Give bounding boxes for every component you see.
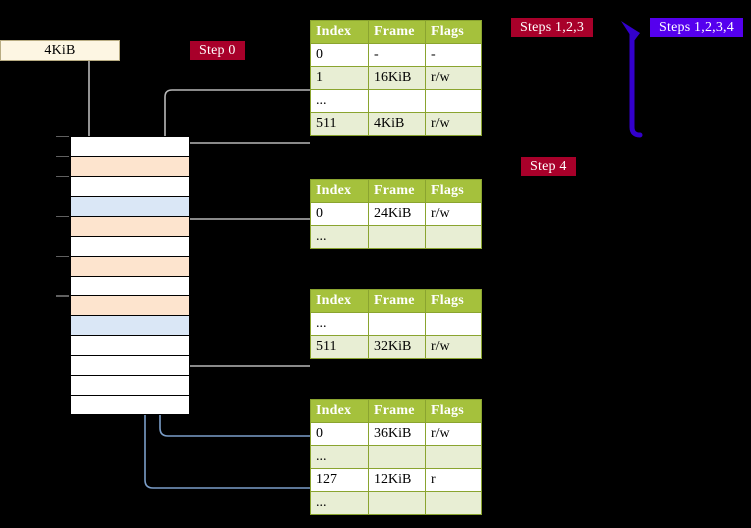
table-cell: - (425, 43, 482, 67)
memory-frame-row (70, 136, 190, 156)
column-header-index: Index (310, 179, 369, 203)
table-cell (425, 312, 482, 336)
memory-frame-row (70, 235, 190, 256)
table-cell: 4KiB (368, 112, 426, 136)
table-cell: r/w (425, 335, 482, 359)
memory-frame-row (70, 315, 190, 336)
memory-tick-mark (56, 295, 69, 297)
memory-tick-mark (56, 175, 69, 178)
memory-frame-row (70, 355, 190, 376)
table-cell (368, 491, 426, 515)
memory-frame-column (70, 136, 190, 415)
table-cell: 1 (310, 66, 369, 90)
table-cell (425, 445, 482, 469)
table-cell (368, 312, 426, 336)
table-cell: r/w (425, 112, 482, 136)
badge-step-0: Step 0 (190, 41, 245, 60)
table-cell (368, 445, 426, 469)
table-cell: ... (310, 491, 369, 515)
table-cell: 511 (310, 112, 369, 136)
memory-tick-mark (56, 136, 69, 138)
column-header-flags: Flags (425, 179, 482, 203)
table-cell: r (425, 468, 482, 492)
memory-frame-row (70, 195, 190, 216)
column-header-index: Index (310, 289, 369, 313)
column-header-frame: Frame (368, 399, 426, 423)
table-cell (368, 225, 426, 249)
table-cell (368, 89, 426, 113)
table-cell: 0 (310, 43, 369, 67)
column-header-frame: Frame (368, 20, 426, 44)
memory-frame-row (70, 275, 190, 296)
memory-frame-row (70, 155, 190, 176)
memory-frame-row (70, 395, 190, 415)
table-cell (425, 491, 482, 515)
table-row: 0-- (310, 43, 482, 67)
memory-frame-row (70, 175, 190, 196)
table-row: ... (310, 445, 482, 469)
table-cell: 24KiB (368, 202, 426, 226)
table-row: ... (310, 89, 482, 113)
memory-tick-mark (56, 255, 69, 257)
badge-steps-1-2-3-4: Steps 1,2,3,4 (650, 18, 743, 37)
table-cell: 0 (310, 422, 369, 446)
table-cell: 16KiB (368, 66, 426, 90)
table-cell: 511 (310, 335, 369, 359)
column-header-flags: Flags (425, 289, 482, 313)
column-header-frame: Frame (368, 179, 426, 203)
table-row: ... (310, 225, 482, 249)
column-header-index: Index (310, 20, 369, 44)
memory-tick-mark (56, 155, 69, 158)
table-cell: r/w (425, 422, 482, 446)
memory-frame-row (70, 255, 190, 276)
column-header-index: Index (310, 399, 369, 423)
memory-tick-mark (56, 215, 69, 218)
memory-frame-row (70, 375, 190, 396)
column-header-frame: Frame (368, 289, 426, 313)
column-header-flags: Flags (425, 20, 482, 44)
table-cell: ... (310, 225, 369, 249)
column-header-flags: Flags (425, 399, 482, 423)
table-cell: 12KiB (368, 468, 426, 492)
size-label-4kib: 4KiB (0, 40, 120, 61)
table-cell: r/w (425, 202, 482, 226)
table-cell: r/w (425, 66, 482, 90)
table-cell: ... (310, 445, 369, 469)
memory-frame-row (70, 335, 190, 356)
table-cell: - (368, 43, 426, 67)
table-cell: 32KiB (368, 335, 426, 359)
table-cell (425, 89, 482, 113)
table-row: ... (310, 312, 482, 336)
memory-frame-row (70, 215, 190, 236)
table-cell: ... (310, 312, 369, 336)
table-cell: 36KiB (368, 422, 426, 446)
table-cell (425, 225, 482, 249)
table-row: ... (310, 491, 482, 515)
badge-step-4: Step 4 (521, 157, 576, 176)
table-cell: 127 (310, 468, 369, 492)
table-cell: ... (310, 89, 369, 113)
table-cell: 0 (310, 202, 369, 226)
memory-frame-row (70, 295, 190, 316)
badge-steps-1-2-3: Steps 1,2,3 (511, 18, 594, 37)
